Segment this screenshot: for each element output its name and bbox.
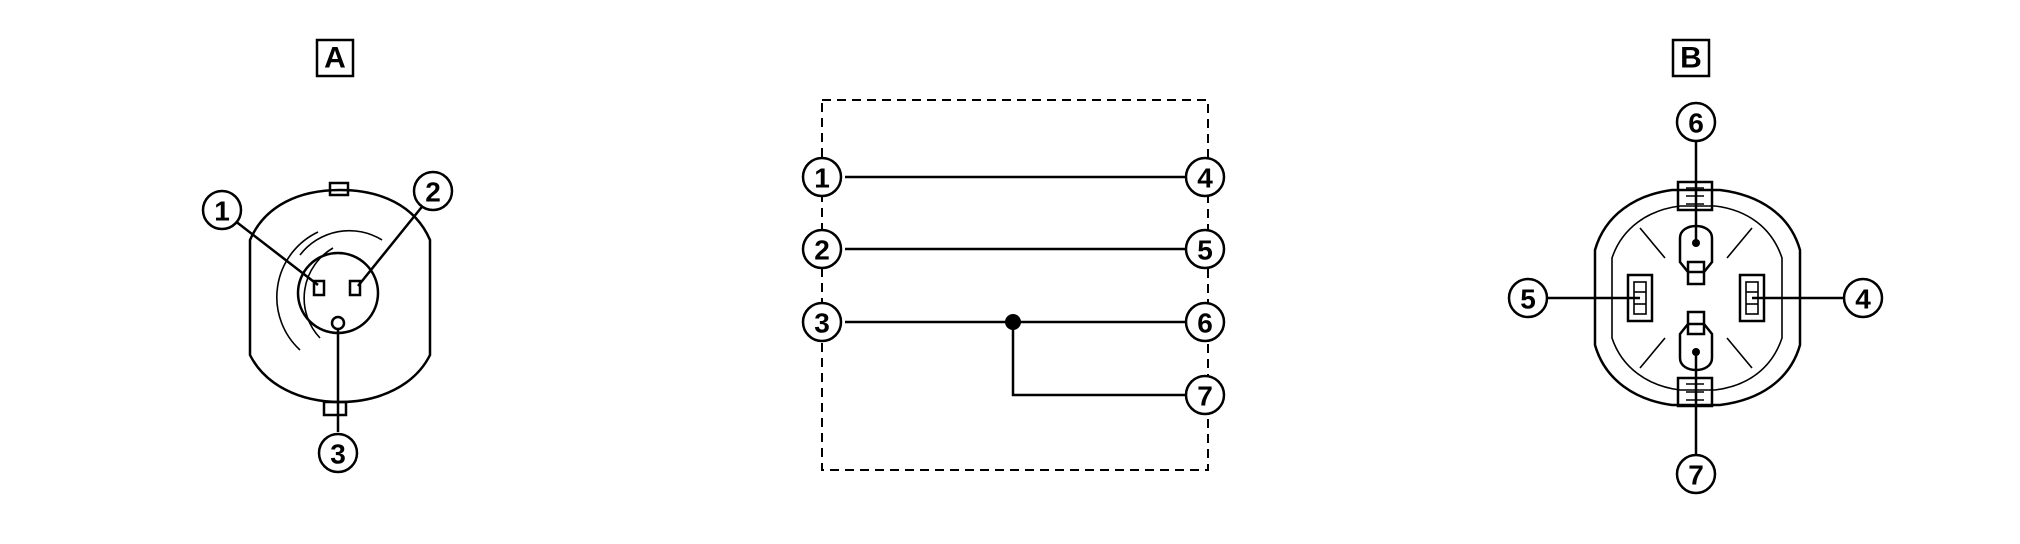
- svg-text:3: 3: [330, 439, 346, 470]
- connector-b-pin-4: 4: [1842, 277, 1884, 319]
- svg-text:6: 6: [1688, 108, 1704, 139]
- schematic-left-pin-2: 2: [801, 228, 843, 270]
- connector-b-pin-5: 5: [1507, 277, 1549, 319]
- connector-a-drawing: [248, 181, 432, 417]
- wire-splice-7: [1011, 322, 1185, 397]
- schematic: 1 2 3 4 5 6 7: [801, 99, 1226, 471]
- schematic-right-pin-4: 4: [1184, 156, 1226, 198]
- connector-b-label: B: [1671, 38, 1711, 78]
- svg-text:1: 1: [214, 196, 230, 227]
- svg-text:3: 3: [814, 308, 830, 339]
- svg-text:7: 7: [1197, 381, 1213, 412]
- svg-text:2: 2: [425, 177, 441, 208]
- connector-a-pin-2: 2: [412, 170, 454, 212]
- connector-a-label: A: [315, 38, 355, 78]
- svg-text:7: 7: [1688, 460, 1704, 491]
- schematic-dashed-frame: [821, 99, 1209, 471]
- splice-dot: [1005, 314, 1021, 330]
- svg-text:4: 4: [1855, 284, 1871, 315]
- schematic-right-pin-6: 6: [1184, 301, 1226, 343]
- schematic-left-pin-1: 1: [801, 156, 843, 198]
- svg-text:4: 4: [1197, 163, 1213, 194]
- connector-b-drawing: [1593, 180, 1802, 408]
- connector-b-pin-7: 7: [1675, 453, 1717, 495]
- svg-text:A: A: [324, 42, 346, 75]
- connector-a-pin-1: 1: [201, 189, 243, 231]
- svg-text:5: 5: [1520, 284, 1536, 315]
- connector-a: A 1: [201, 38, 454, 474]
- svg-text:B: B: [1680, 42, 1702, 75]
- connector-b: B: [1507, 38, 1884, 495]
- connector-b-pin-6: 6: [1675, 101, 1717, 143]
- svg-text:5: 5: [1197, 235, 1213, 266]
- schematic-right-pin-5: 5: [1184, 228, 1226, 270]
- schematic-right-pin-7: 7: [1184, 374, 1226, 416]
- svg-text:1: 1: [814, 163, 830, 194]
- schematic-left-pin-3: 3: [801, 301, 843, 343]
- svg-text:6: 6: [1197, 308, 1213, 339]
- connector-a-pin-3: 3: [317, 432, 359, 474]
- svg-text:2: 2: [814, 235, 830, 266]
